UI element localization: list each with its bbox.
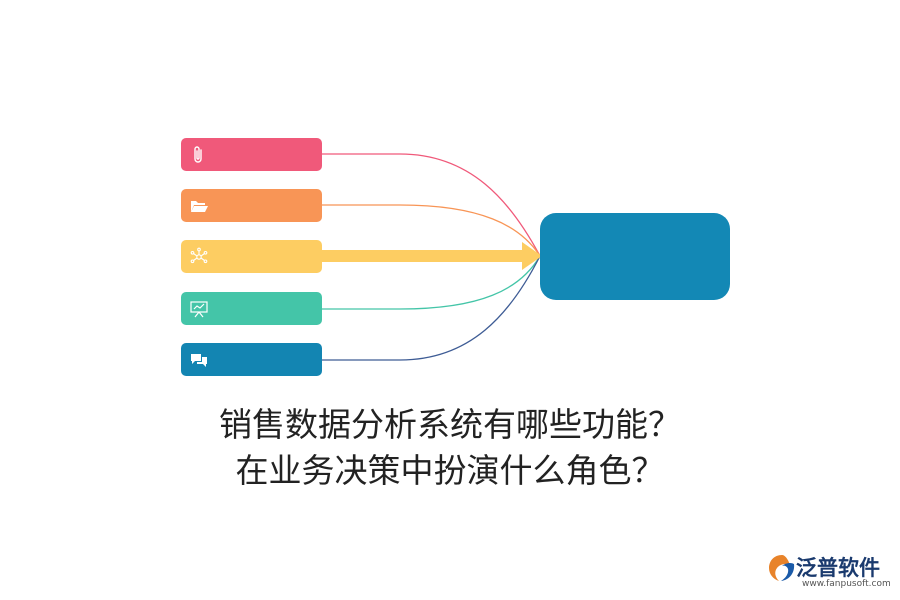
highlight-arrow-shaft	[322, 250, 525, 262]
network-icon	[190, 247, 208, 264]
connector-1	[322, 153, 541, 257]
page-title: 销售数据分析系统有哪些功能？ 在业务决策中扮演什么角色？	[0, 402, 900, 494]
brand-logo: 泛普软件 www.fanpusoft.com	[766, 552, 896, 592]
branch-box-2	[181, 189, 322, 222]
chat-bubbles-icon	[191, 354, 207, 367]
connector-4	[322, 255, 541, 310]
connector-5	[322, 255, 541, 361]
logo-mark-icon	[769, 555, 795, 581]
logo-brand-name: 泛普软件	[796, 556, 880, 580]
folder-open-icon	[191, 201, 208, 212]
title-line-1: 销售数据分析系统有哪些功能？	[219, 405, 681, 444]
connector-2	[322, 204, 541, 257]
paperclip-icon	[194, 146, 202, 163]
branch-box-4	[181, 292, 322, 325]
highlight-arrow-head	[522, 242, 542, 270]
title-line-2: 在业务决策中扮演什么角色？	[235, 451, 665, 490]
branch-box-5	[181, 343, 322, 376]
branch-box-3	[181, 240, 322, 273]
hub-box	[540, 213, 730, 300]
logo-url: www.fanpusoft.com	[802, 579, 891, 589]
presentation-board-icon	[190, 301, 208, 318]
branch-box-1	[181, 138, 322, 171]
